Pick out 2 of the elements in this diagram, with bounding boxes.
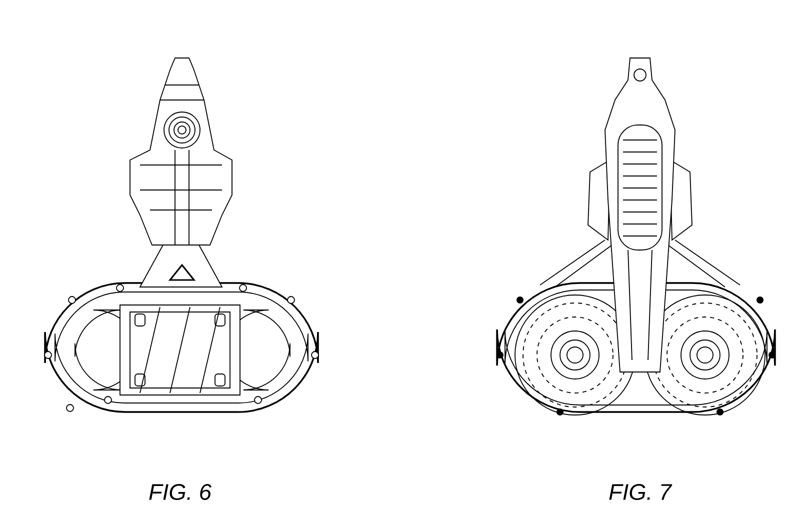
figure-label: FIG. 6: [149, 484, 212, 500]
figure-label: FIG. 7: [609, 484, 672, 500]
